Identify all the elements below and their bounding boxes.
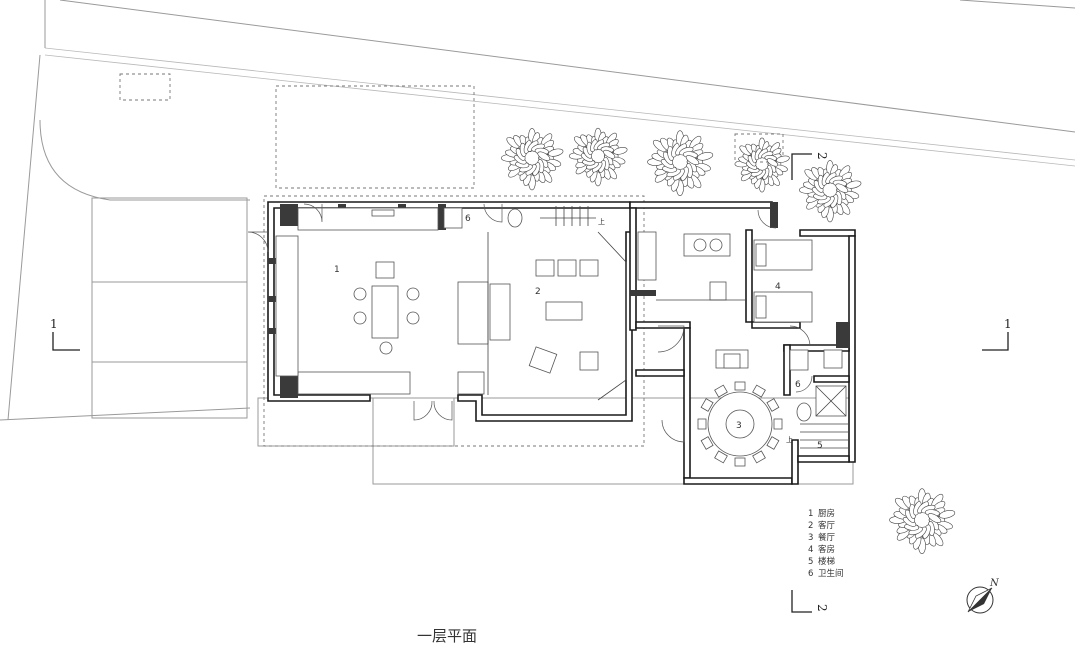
dining-chair [734,381,746,391]
dining-chair [766,398,780,412]
stair-up-mark-east: 上 [786,435,793,444]
dining-chair [700,436,714,450]
svg-text:4: 4 [808,545,813,555]
svg-text:5: 5 [808,557,813,567]
tree-icon [734,137,790,193]
svg-text:卫生间: 卫生间 [818,568,844,579]
dining-chair [714,384,728,398]
stair-up-mark-north: 上 [598,217,605,226]
legend-item: 1 厨房 [808,508,835,519]
section-mark-top: 2 [791,152,829,180]
dining-chair [697,418,707,430]
kitchen-counter-south [297,371,411,395]
kitchen-chairs [353,287,420,355]
tree-icon [647,130,714,196]
svg-text:6: 6 [808,569,813,579]
svg-text:客房: 客房 [818,544,835,555]
dining-chair [700,398,714,412]
doors [247,203,813,443]
room-label-guest: 4 [775,282,781,292]
legend-item: 6 卫生间 [808,568,844,579]
section-label-top: 2 [815,152,829,160]
dining-chair [734,457,746,467]
section-mark-left: 1 [50,317,80,351]
stair-north [540,206,596,226]
section-label-right: 1 [1004,317,1012,331]
svg-text:楼梯: 楼梯 [818,556,836,567]
plan-title: 一层平面 [417,627,477,645]
coffee-table [545,301,583,321]
room-label-dining: 3 [736,421,742,431]
dining-chair [766,436,780,450]
legend-item: 5 楼梯 [808,556,836,567]
kitchen-counter-north [297,207,439,231]
section-label-bottom: 2 [815,604,829,612]
legend-item: 4 客房 [808,544,835,555]
stair-east [800,423,848,449]
svg-text:餐厅: 餐厅 [818,533,836,543]
room-label-stair: 5 [817,441,823,451]
tree-icon [798,160,862,223]
dining-chair [752,450,766,464]
kitchen-island [371,285,399,339]
legend: 1 厨房 2 客厅 3 餐厅 4 客房 5 楼梯 6 卫生间 [808,508,844,579]
svg-text:2: 2 [808,521,813,531]
dining-table [697,381,783,467]
section-mark-bottom: 2 [791,590,829,613]
room-label-living: 2 [535,287,541,297]
north-label: N [989,578,1000,589]
section-label-left: 1 [50,317,58,331]
planter-outline [119,73,171,101]
dining-chair [714,450,728,464]
dining-chair [773,418,783,430]
tree-icon [568,127,628,187]
north-arrow-icon: N [966,578,1000,614]
section-mark-right: 1 [982,317,1012,351]
legend-item: 3 餐厅 [808,533,836,543]
svg-text:厨房: 厨房 [818,508,835,519]
site-context [0,0,1075,485]
legend-item: 2 客厅 [808,520,836,531]
svg-text:1: 1 [808,509,813,519]
svg-text:客厅: 客厅 [818,520,836,531]
svg-text:3: 3 [808,533,813,543]
tree-icon [500,128,564,191]
sofa [457,281,489,345]
dining-chair [752,384,766,398]
tree-icon [889,488,956,554]
room-label-bath-east: 6 [795,380,801,390]
yard-outline [275,85,475,189]
room-label-kitchen: 1 [334,265,340,275]
trees [500,127,956,554]
room-label-bath-west: 6 [465,214,471,224]
building [247,195,856,485]
